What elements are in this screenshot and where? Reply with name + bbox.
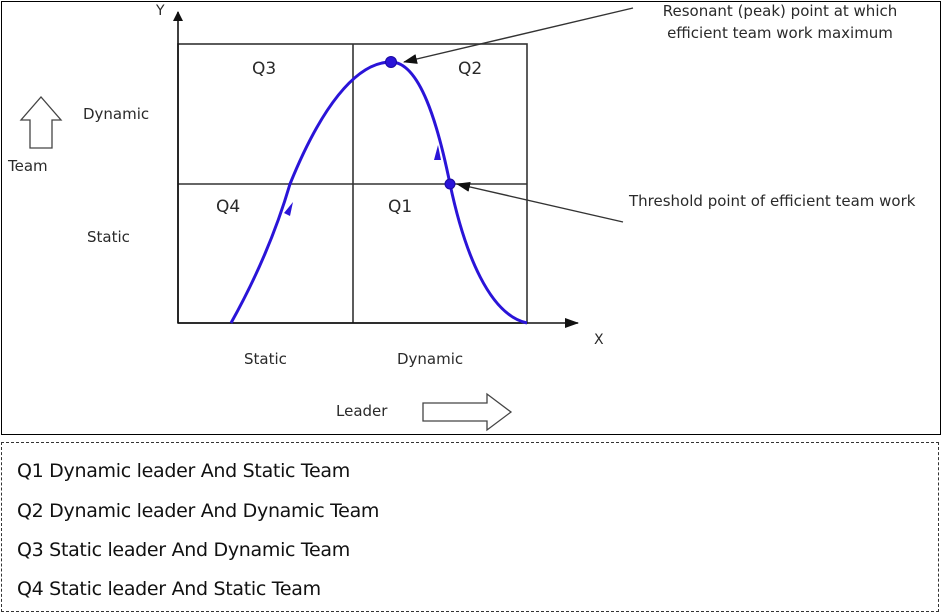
- axes: [173, 11, 579, 328]
- y-level-static: Static: [87, 228, 130, 246]
- legend-item-q3: Q3 Static leader And Dynamic Team: [17, 539, 350, 561]
- y-axis-label: Y: [156, 3, 165, 19]
- curve-direction-down-icon: [284, 202, 293, 216]
- peak-annotation-line1: Resonant (peak) point at which: [662, 2, 898, 20]
- peak-annotation-arrow: [403, 7, 634, 64]
- quadrant-q3-label: Q3: [252, 59, 277, 79]
- leader-right-arrow-icon: [422, 392, 513, 432]
- y-level-dynamic: Dynamic: [83, 105, 150, 123]
- curve-direction-up-icon: [434, 145, 441, 160]
- x-axis-label: X: [594, 332, 604, 348]
- team-axis-title: Team: [8, 157, 48, 175]
- legend-item-q4: Q4 Static leader And Static Team: [17, 578, 321, 600]
- quadrant-grid: [177, 43, 528, 324]
- threshold-annotation-arrow: [456, 182, 624, 223]
- quadrant-q4-label: Q4: [216, 197, 241, 217]
- quadrant-q2-label: Q2: [458, 59, 483, 79]
- x-level-dynamic: Dynamic: [397, 350, 464, 368]
- threshold-point: [444, 178, 456, 190]
- legend-item-q2: Q2 Dynamic leader And Dynamic Team: [17, 500, 380, 522]
- quadrant-q1-label: Q1: [388, 197, 413, 217]
- peak-point: [385, 56, 397, 68]
- legend-item-q1: Q1 Dynamic leader And Static Team: [17, 460, 350, 482]
- leader-axis-title: Leader: [336, 402, 388, 420]
- diagram-frame: [1, 1, 941, 435]
- threshold-annotation: Threshold point of efficient team work: [629, 192, 916, 210]
- peak-annotation-line2: efficient team work maximum: [667, 24, 893, 42]
- efficiency-curve: [229, 60, 528, 325]
- peak-annotation: Resonant (peak) point at which efficient…: [652, 0, 908, 44]
- quadrant-legend: Q1 Dynamic leader And Static Team Q2 Dyn…: [1, 442, 939, 612]
- team-up-arrow-icon: [19, 96, 63, 149]
- x-level-static: Static: [244, 350, 287, 368]
- team-leader-diagram: [19, 7, 634, 432]
